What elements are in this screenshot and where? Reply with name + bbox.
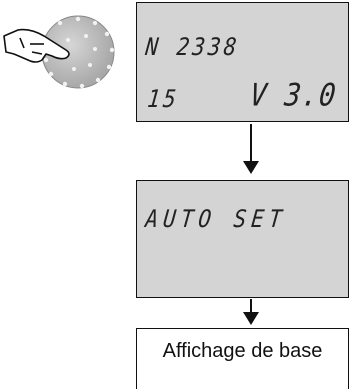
lcd-display-auto-set: AUTO SET bbox=[136, 180, 349, 298]
knob-press-illustration bbox=[0, 14, 120, 94]
result-label: Affichage de base bbox=[162, 340, 323, 362]
arrow-down-icon bbox=[243, 124, 259, 174]
lcd-line-number: 15 bbox=[146, 85, 181, 113]
arrow-down-icon bbox=[243, 299, 259, 327]
pressing-hand-icon bbox=[3, 28, 70, 63]
lcd-display-version: N 2338 15 V 3.0 bbox=[136, 2, 349, 122]
lcd-line-model: N 2338 bbox=[144, 33, 241, 61]
result-box: Affichage de base bbox=[136, 328, 349, 389]
lcd-line-auto-set: AUTO SET bbox=[144, 205, 289, 233]
lcd-line-version: V 3.0 bbox=[247, 78, 338, 114]
dial-knob-icon bbox=[3, 15, 115, 89]
